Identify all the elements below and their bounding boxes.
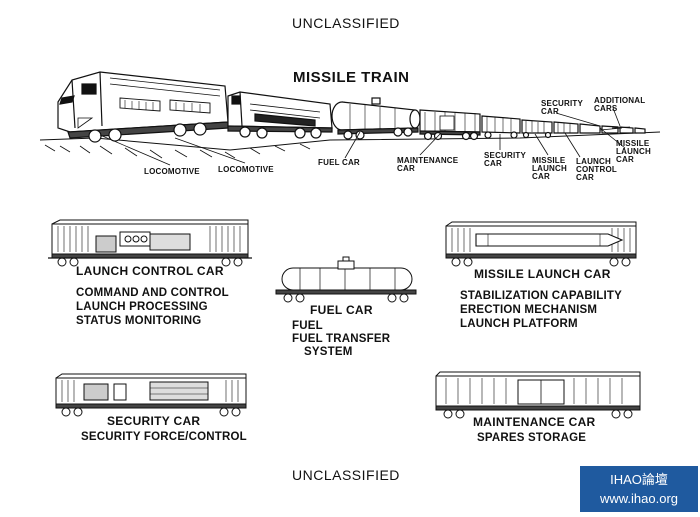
security-car-functions: SECURITY FORCE/CONTROL bbox=[81, 431, 247, 443]
locomotive-1-shape bbox=[57, 71, 229, 143]
maintenance-car-shape bbox=[419, 109, 481, 141]
launch-control-car-title: LAUNCH CONTROL CAR bbox=[76, 264, 224, 278]
launch-control-car-shape bbox=[553, 121, 579, 134]
fuel-car-shape bbox=[331, 97, 421, 140]
diagram-title: MISSILE TRAIN bbox=[293, 69, 410, 86]
missile-launch-car-shape bbox=[521, 119, 553, 139]
label-fuel-car: FUEL CAR bbox=[318, 158, 360, 167]
leader-lines bbox=[99, 107, 626, 166]
train-illustration bbox=[39, 71, 661, 166]
label-locomotive-1: LOCOMOTIVE bbox=[144, 167, 200, 176]
fuel-car-drawing bbox=[275, 256, 417, 303]
launch-control-car-drawing bbox=[48, 219, 252, 267]
security-car-title: SECURITY CAR bbox=[107, 414, 201, 428]
maintenance-car-title: MAINTENANCE CAR bbox=[473, 415, 596, 429]
security-car-drawing bbox=[55, 373, 247, 417]
missile-launch-car-title: MISSILE LAUNCH CAR bbox=[474, 267, 611, 281]
label-locomotive-2: LOCOMOTIVE bbox=[218, 165, 274, 174]
footer-classification: UNCLASSIFIED bbox=[292, 467, 400, 483]
locomotive-2-shape bbox=[227, 91, 333, 139]
maintenance-car-functions: SPARES STORAGE bbox=[477, 432, 587, 444]
missile-launch-car-drawing bbox=[445, 221, 637, 267]
watermark-line-2: www.ihao.org bbox=[599, 491, 679, 506]
watermark-logo: IHAO論壇 www.ihao.org bbox=[580, 466, 698, 512]
fuel-car-title: FUEL CAR bbox=[310, 303, 373, 317]
maintenance-car-drawing bbox=[435, 371, 641, 419]
watermark-line-1: IHAO論壇 bbox=[610, 472, 668, 487]
additional-cars-shape bbox=[579, 123, 646, 134]
security-car-shape bbox=[481, 115, 521, 139]
header-classification: UNCLASSIFIED bbox=[292, 15, 400, 31]
